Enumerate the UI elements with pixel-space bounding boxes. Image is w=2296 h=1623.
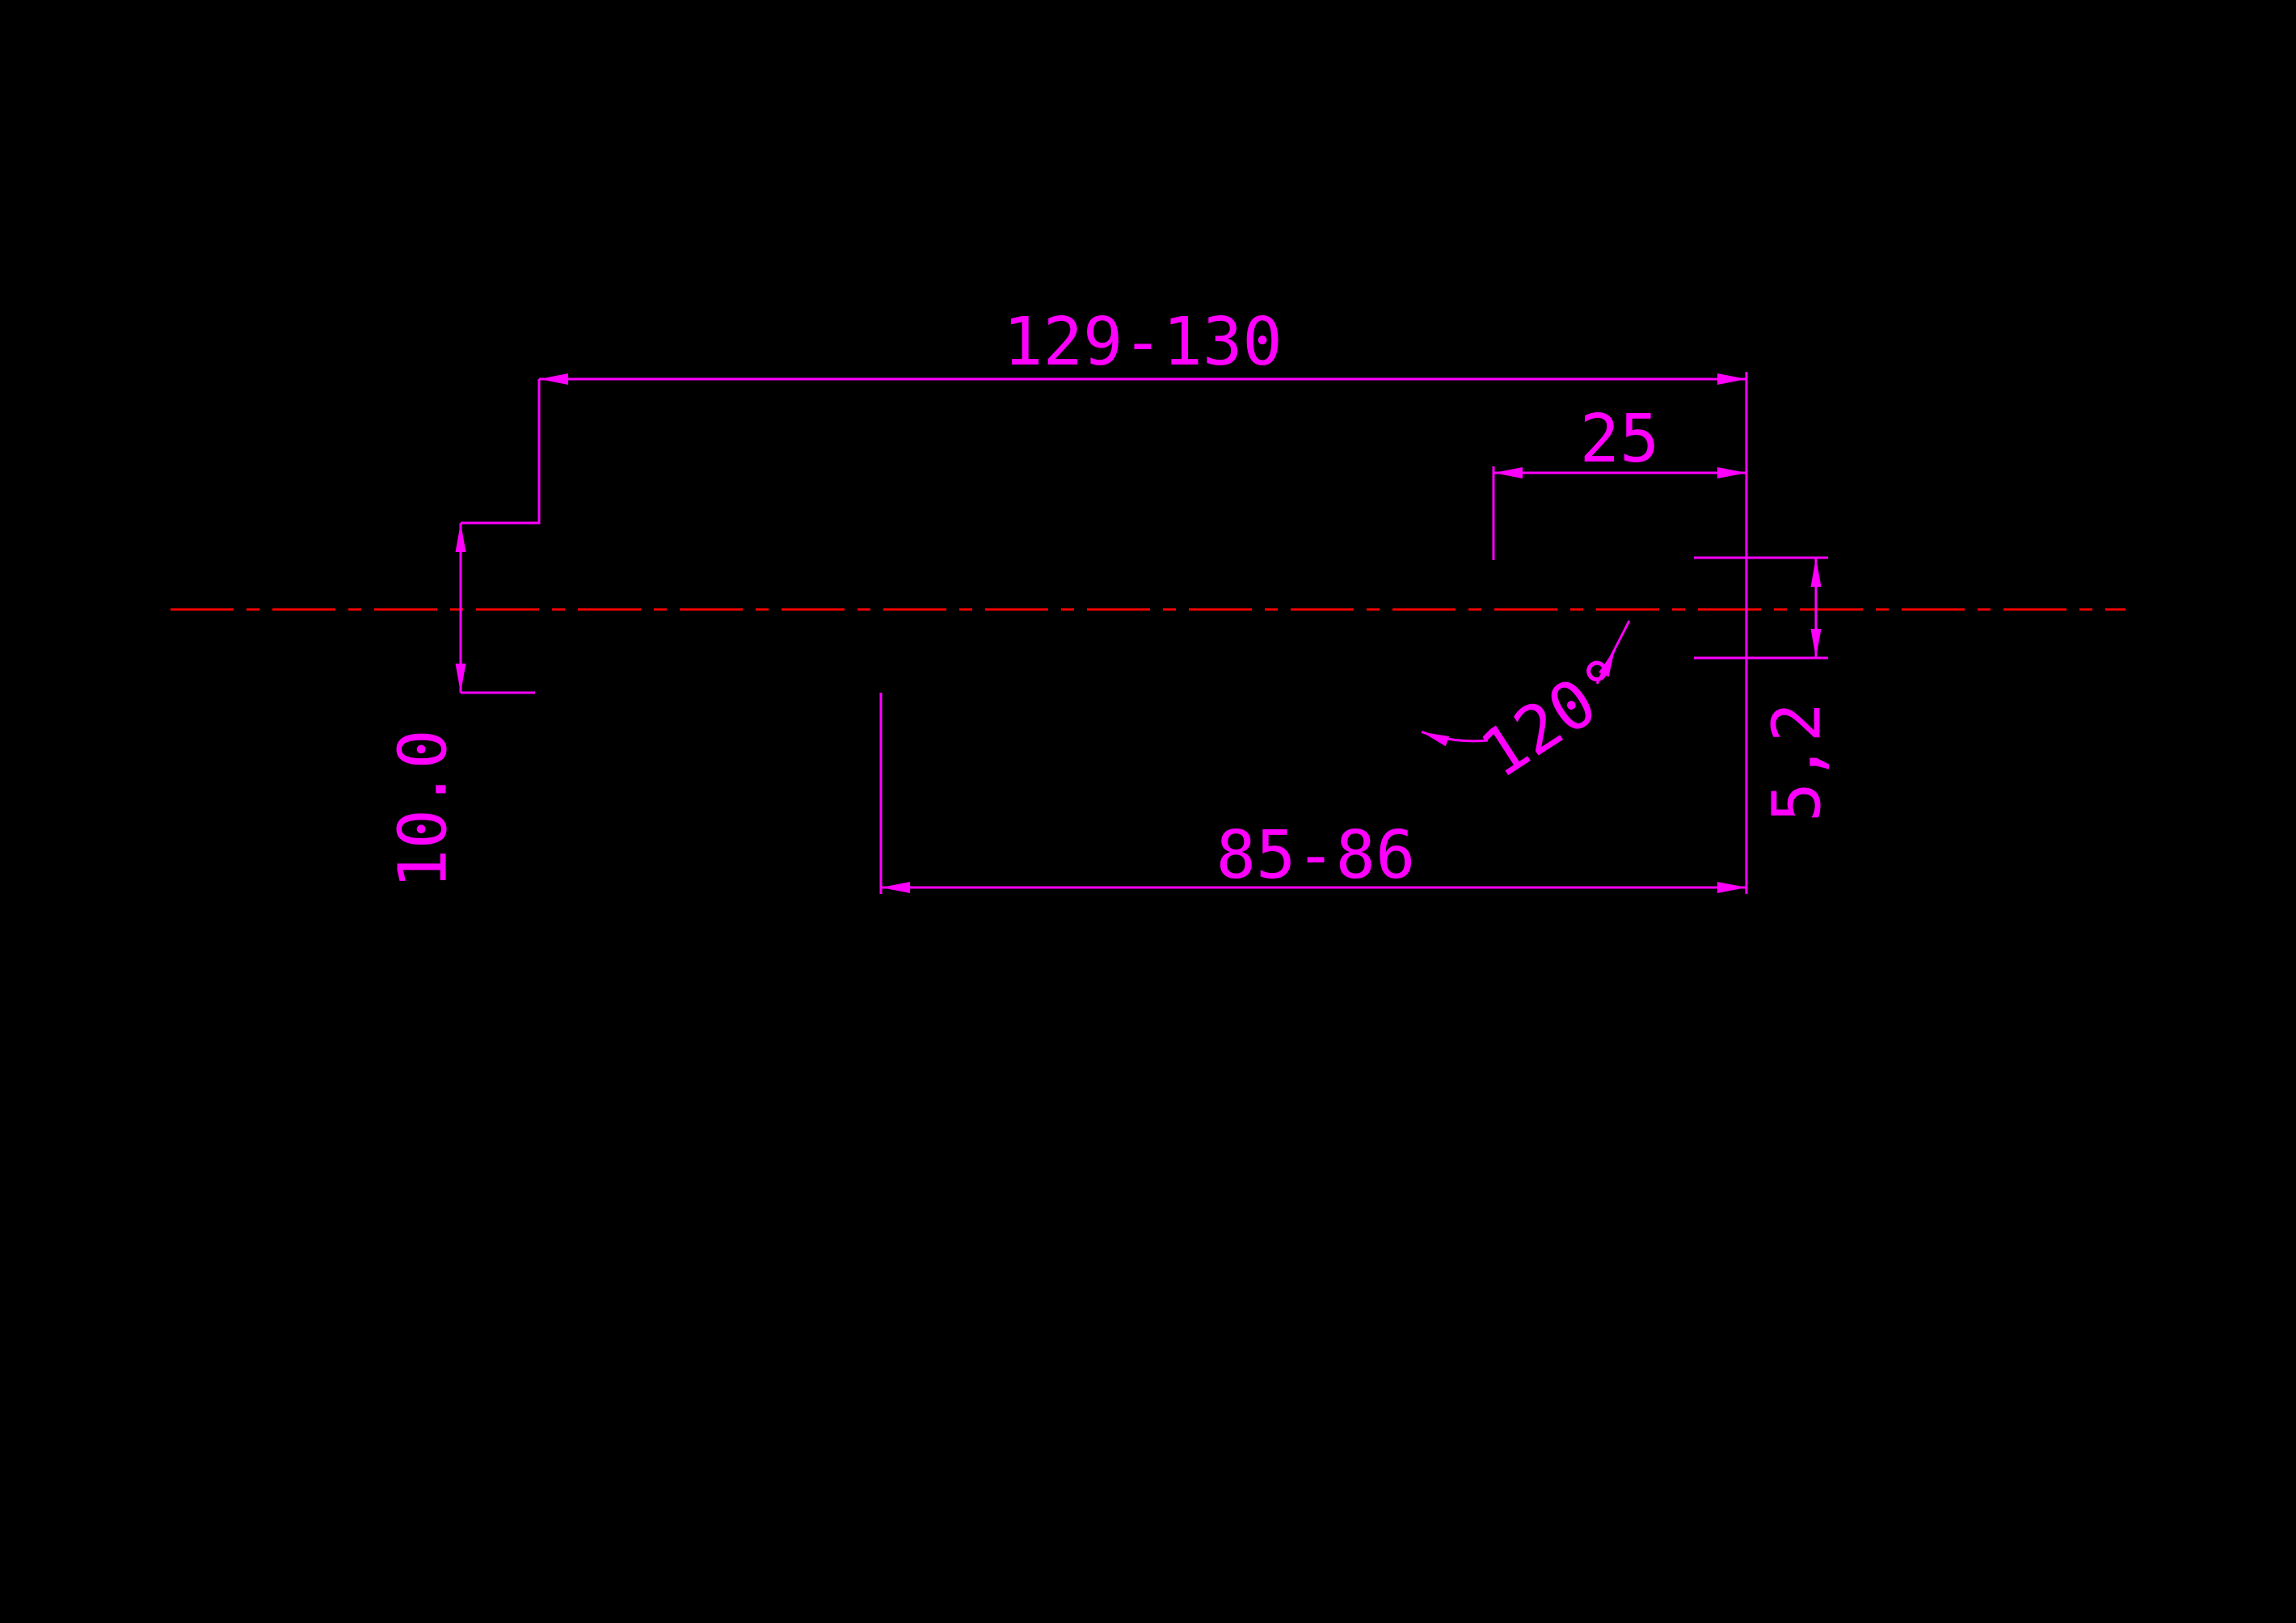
arrowhead	[1422, 731, 1450, 747]
arrowhead	[539, 373, 568, 385]
arrowhead	[1717, 373, 1746, 385]
arrowhead	[1810, 629, 1822, 658]
dimension-chamfer-angle: 120°	[1421, 642, 1644, 794]
dimension-text-overall-length: 129-130	[1003, 304, 1283, 381]
dimension-groove-length: 85-86	[879, 693, 1746, 894]
dimension-text-end-length: 25	[1580, 401, 1660, 478]
arrowhead	[1717, 467, 1746, 478]
dimension-text-chamfer-angle: 120°	[1468, 642, 1643, 793]
arrowhead	[1493, 467, 1523, 478]
dimension-step-depth: 10.0	[385, 523, 466, 889]
arrowhead	[455, 523, 466, 552]
dimension-text-step-depth: 10.0	[385, 729, 462, 888]
arrowhead	[1810, 558, 1822, 587]
dimension-text-tip-diameter: 5,2	[1759, 702, 1836, 822]
arrowhead	[881, 882, 910, 893]
dimension-end-length: 25	[1492, 401, 1746, 560]
arrowhead	[455, 664, 466, 693]
arrowhead	[1599, 649, 1615, 677]
left-step-edge	[461, 379, 541, 525]
dimension-overall-length: 129-130	[539, 304, 1746, 385]
arrowhead	[1717, 882, 1746, 893]
dimension-text-groove-length: 85-86	[1216, 817, 1416, 894]
dimension-tip-diameter: 5,2	[1759, 558, 1836, 822]
